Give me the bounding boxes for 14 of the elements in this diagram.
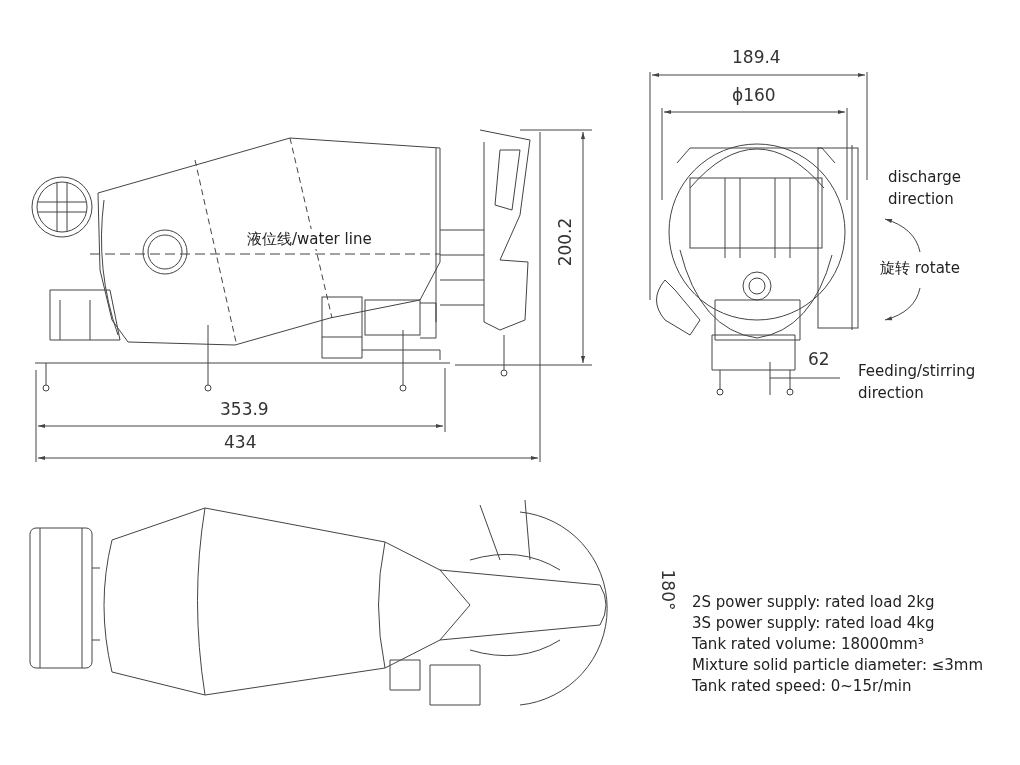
angle-label: 180° <box>658 569 679 611</box>
dimension-label: 62 <box>808 349 830 369</box>
spec-text: 3S power supply: rated load 4kg <box>692 613 935 633</box>
water-line-label: 液位线/water line <box>245 229 374 249</box>
spec-text: Tank rated volume: 18000mm³ <box>692 634 924 654</box>
spec-text: Tank rated speed: 0~15r/min <box>692 676 912 696</box>
direction-label: Feeding/stirring direction <box>858 361 977 404</box>
dimension-label: 189.4 <box>732 47 781 67</box>
direction-label: discharge direction <box>888 167 963 210</box>
dimension-label: ϕ160 <box>732 85 776 105</box>
rotation-label: 旋转 rotate <box>880 258 960 278</box>
dimension-label: 200.2 <box>555 217 576 267</box>
spec-text: Mixture solid particle diameter: ≤3mm <box>692 655 984 675</box>
spec-text: 2S power supply: rated load 2kg <box>692 592 935 612</box>
